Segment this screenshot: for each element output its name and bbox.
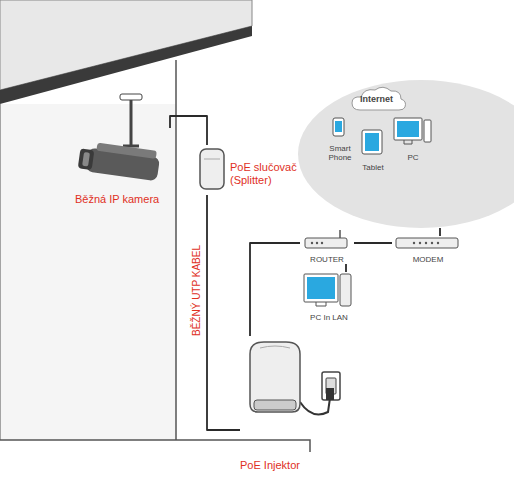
wall-edge <box>0 104 1 440</box>
icon-rect <box>307 277 335 299</box>
icon-line <box>339 230 341 238</box>
icon-rect <box>304 274 338 302</box>
cable-label: BĚŽNÝ UTP KABEL <box>190 243 201 338</box>
device-label: Běžná IP kamera <box>75 193 187 206</box>
icon-rect <box>96 143 157 159</box>
icon-path <box>260 346 290 348</box>
ip-camera: Běžná IP kamera <box>75 128 187 206</box>
icon-g <box>77 140 160 181</box>
internet-region: InternetSmart PhoneTablet PC <box>298 80 514 228</box>
cable <box>439 228 441 236</box>
icon-rect <box>82 152 90 167</box>
cable <box>345 264 347 272</box>
lan-pc: PC In LAN <box>298 272 360 322</box>
device-label: PC <box>392 153 434 162</box>
power-plug <box>326 388 334 400</box>
icon-path <box>123 128 139 146</box>
icon-rect <box>362 130 382 154</box>
mount-arm <box>130 100 133 128</box>
device-label: MODEM <box>392 255 464 264</box>
icon-rect <box>78 148 95 170</box>
icon-rect <box>333 118 344 136</box>
poe-injector: PoE Injektor <box>240 336 316 472</box>
icon-circle <box>311 242 313 244</box>
device-label: ROUTER <box>300 255 354 264</box>
mount-plate <box>120 94 142 100</box>
icon-line <box>204 159 220 160</box>
modem-device: MODEM <box>392 236 464 264</box>
icon-rect <box>397 121 419 137</box>
device-label: Smart Phone <box>322 144 358 162</box>
icon-rect <box>394 118 422 140</box>
icon-circle <box>431 242 433 244</box>
wall <box>0 104 176 440</box>
router-device: ROUTER <box>300 228 354 264</box>
icon-path <box>250 342 300 412</box>
device-icon <box>240 336 314 472</box>
device-label: Tablet <box>358 163 388 172</box>
icon-circle <box>316 242 318 244</box>
phone-device: Smart Phone <box>322 116 358 162</box>
icon-circle <box>413 242 415 244</box>
icon-rect <box>396 238 458 248</box>
device-label: PoE slučovač (Splitter) <box>230 161 308 186</box>
cable <box>354 242 392 244</box>
icon-rect <box>200 149 224 189</box>
icon-path <box>316 302 326 306</box>
icon-circle <box>321 242 323 244</box>
pc-device: PC <box>392 116 434 162</box>
cable <box>170 116 207 145</box>
icon-path <box>404 140 412 144</box>
power-outlet <box>322 372 340 400</box>
icon-circle <box>437 242 439 244</box>
roof-beam <box>0 26 252 104</box>
icon-rect <box>340 274 351 306</box>
device-label: PC In LAN <box>298 313 360 322</box>
poe-splitter: PoE slučovač (Splitter) <box>194 145 308 195</box>
icon-rect <box>424 120 431 142</box>
icon-circle <box>419 242 421 244</box>
cable <box>207 195 240 430</box>
power-cord <box>300 398 330 414</box>
device-label: PoE Injektor <box>240 459 316 472</box>
cable <box>250 243 300 336</box>
icon-rect <box>365 133 379 151</box>
ground <box>0 439 176 441</box>
ground-ledge <box>176 440 310 452</box>
tablet-device: Tablet <box>358 128 388 172</box>
icon-rect <box>335 121 342 132</box>
icon-rect <box>254 400 296 410</box>
device-label: Internet <box>360 94 514 104</box>
icon-circle <box>425 242 427 244</box>
icon-rect <box>305 238 347 248</box>
wall-corner <box>175 60 177 440</box>
